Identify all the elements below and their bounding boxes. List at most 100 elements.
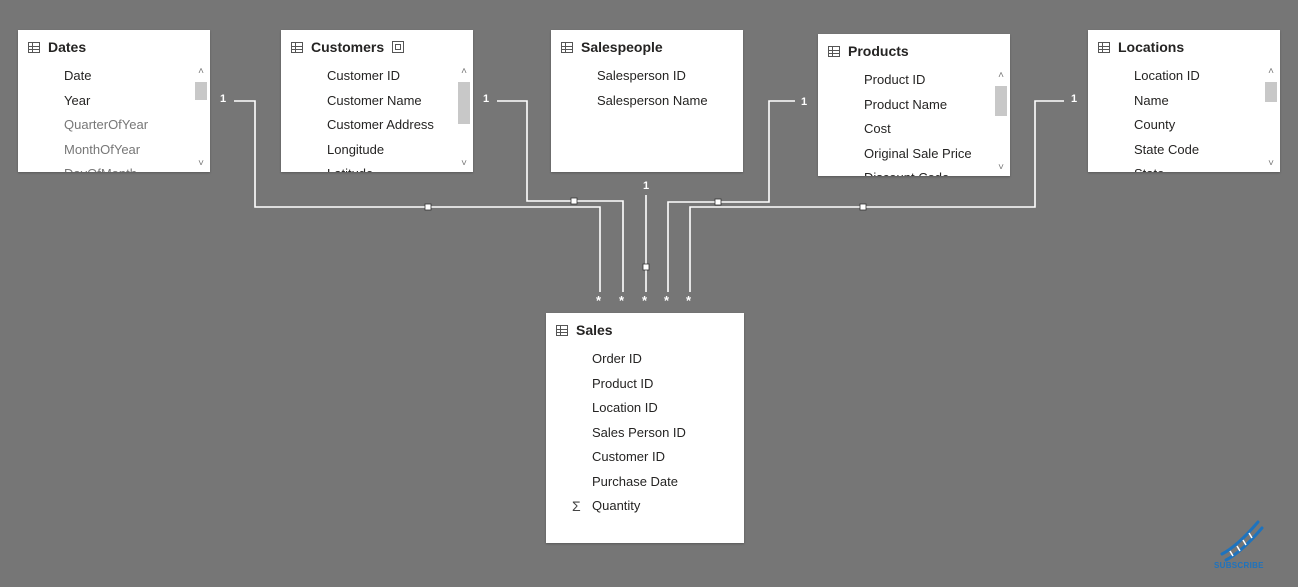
one-marker-customers: 1 [483,93,490,105]
field-item[interactable]: Location ID [592,400,658,415]
table-title: Dates [48,39,87,55]
field-item[interactable]: Year [64,92,91,108]
hidden-table-icon [392,41,405,53]
scroll-up-icon[interactable]: ˄ [998,70,1004,81]
table-title: Customers [311,39,385,55]
field-item[interactable]: Product ID [864,72,926,87]
table-icon [1098,41,1110,53]
table-card-salespeople[interactable]: Salespeople Salesperson ID Salesperson N… [551,30,743,172]
field-item[interactable]: Cost [864,121,891,136]
subscribe-label[interactable]: SUBSCRIBE [1214,561,1264,570]
rel-arrow-customers [570,197,578,205]
field-label: Quantity [592,498,641,513]
scroll-down-icon[interactable]: ˅ [461,158,467,169]
rel-line-dates [234,100,601,292]
many-marker-salespeople: * [642,293,648,308]
scroll-thumb[interactable] [195,82,207,100]
table-icon [561,41,573,53]
table-card-products[interactable]: Products Product ID Product Name Cost Or… [818,34,1010,176]
rel-arrow-dates [424,203,432,211]
field-item[interactable]: Date [64,68,92,83]
subscribe-dna-icon[interactable] [1212,518,1272,573]
rel-arrow-salespeople [642,263,650,271]
table-icon [828,45,840,57]
field-list: Salesperson ID Salesperson Name [551,64,743,172]
field-item[interactable]: Salesperson Name [597,92,708,108]
rel-line-customers [497,100,624,292]
scroll-thumb[interactable] [1265,82,1277,102]
field-item[interactable]: Sales Person ID [592,424,686,440]
one-marker-salespeople: 1 [643,180,650,192]
scrollbar[interactable]: ˄ ˅ [192,64,210,172]
table-header[interactable]: Salespeople [551,30,743,64]
field-item[interactable]: Name [1134,92,1169,108]
scroll-up-icon[interactable]: ˄ [198,66,204,77]
field-item[interactable]: QuarterOfYear [64,117,149,132]
field-item[interactable]: Salesperson ID [597,68,686,83]
rel-arrow-products [714,198,722,206]
field-list: Location ID Name County State Code State [1088,64,1262,172]
scroll-up-icon[interactable]: ˄ [461,66,467,77]
table-title: Salespeople [581,39,663,55]
scrollbar[interactable]: ˄ ˅ [455,64,473,172]
rel-line-products [667,100,795,292]
field-item[interactable]: Customer Address [327,117,434,132]
field-item[interactable]: County [1134,117,1176,132]
rel-arrow-locations [859,203,867,211]
field-item[interactable]: Latitude [281,162,455,172]
table-card-locations[interactable]: Locations Location ID Name County State … [1088,30,1280,172]
scrollbar[interactable]: ˄ ˅ [1262,64,1280,172]
table-card-dates[interactable]: Dates Date Year QuarterOfYear MonthOfYea… [18,30,210,172]
scrollbar[interactable]: ˄ ˅ [992,68,1010,176]
table-title: Locations [1118,39,1185,55]
field-item[interactable]: Longitude [327,141,385,157]
field-item[interactable]: Discount Code [818,166,992,176]
one-marker-dates: 1 [220,93,227,105]
scroll-thumb[interactable] [458,82,470,124]
table-icon [28,41,40,53]
table-header[interactable]: Dates [18,30,210,64]
field-item[interactable]: Order ID [592,351,642,366]
sigma-icon: Σ [572,498,581,514]
table-card-sales[interactable]: Sales Order ID Product ID Location ID Sa… [546,313,744,543]
scroll-down-icon[interactable]: ˅ [198,158,204,169]
field-item[interactable]: State Code [1134,141,1200,157]
many-marker-products: * [664,293,670,308]
table-icon [556,324,568,336]
field-item[interactable]: Purchase Date [592,473,678,489]
table-icon [291,41,303,53]
field-item[interactable]: Product ID [592,375,654,391]
table-card-customers[interactable]: Customers Customer ID Customer Name Cust… [281,30,473,172]
field-list: Order ID Product ID Location ID Sales Pe… [546,347,744,543]
field-item[interactable]: State [1088,162,1262,172]
field-item[interactable]: Product Name [864,96,948,112]
many-marker-customers: * [619,293,625,308]
scroll-up-icon[interactable]: ˄ [1268,66,1274,77]
field-item[interactable]: Location ID [1134,68,1200,83]
field-list: Customer ID Customer Name Customer Addre… [281,64,455,172]
table-title: Sales [576,322,613,338]
field-item[interactable]: Customer ID [592,449,665,464]
table-header[interactable]: Customers [281,30,473,64]
one-marker-locations: 1 [1071,93,1078,105]
field-list: Date Year QuarterOfYear MonthOfYear DayO… [18,64,192,172]
field-item[interactable]: MonthOfYear [64,141,141,157]
field-item[interactable]: Customer ID [327,68,400,83]
many-marker-dates: * [596,293,602,308]
field-list: Product ID Product Name Cost Original Sa… [818,68,992,176]
field-item-quantity[interactable]: Σ Quantity [546,494,744,519]
field-item[interactable]: Customer Name [327,92,422,108]
table-header[interactable]: Locations [1088,30,1280,64]
field-item[interactable]: DayOfMonth [18,162,192,172]
rel-line-locations [689,100,1064,292]
scroll-down-icon[interactable]: ˅ [998,162,1004,173]
one-marker-products: 1 [801,96,808,108]
scroll-thumb[interactable] [995,86,1007,116]
scroll-down-icon[interactable]: ˅ [1268,158,1274,169]
table-header[interactable]: Products [818,34,1010,68]
many-marker-locations: * [686,293,692,308]
table-header[interactable]: Sales [546,313,744,347]
field-item[interactable]: Original Sale Price [864,145,972,161]
table-title: Products [848,43,909,59]
